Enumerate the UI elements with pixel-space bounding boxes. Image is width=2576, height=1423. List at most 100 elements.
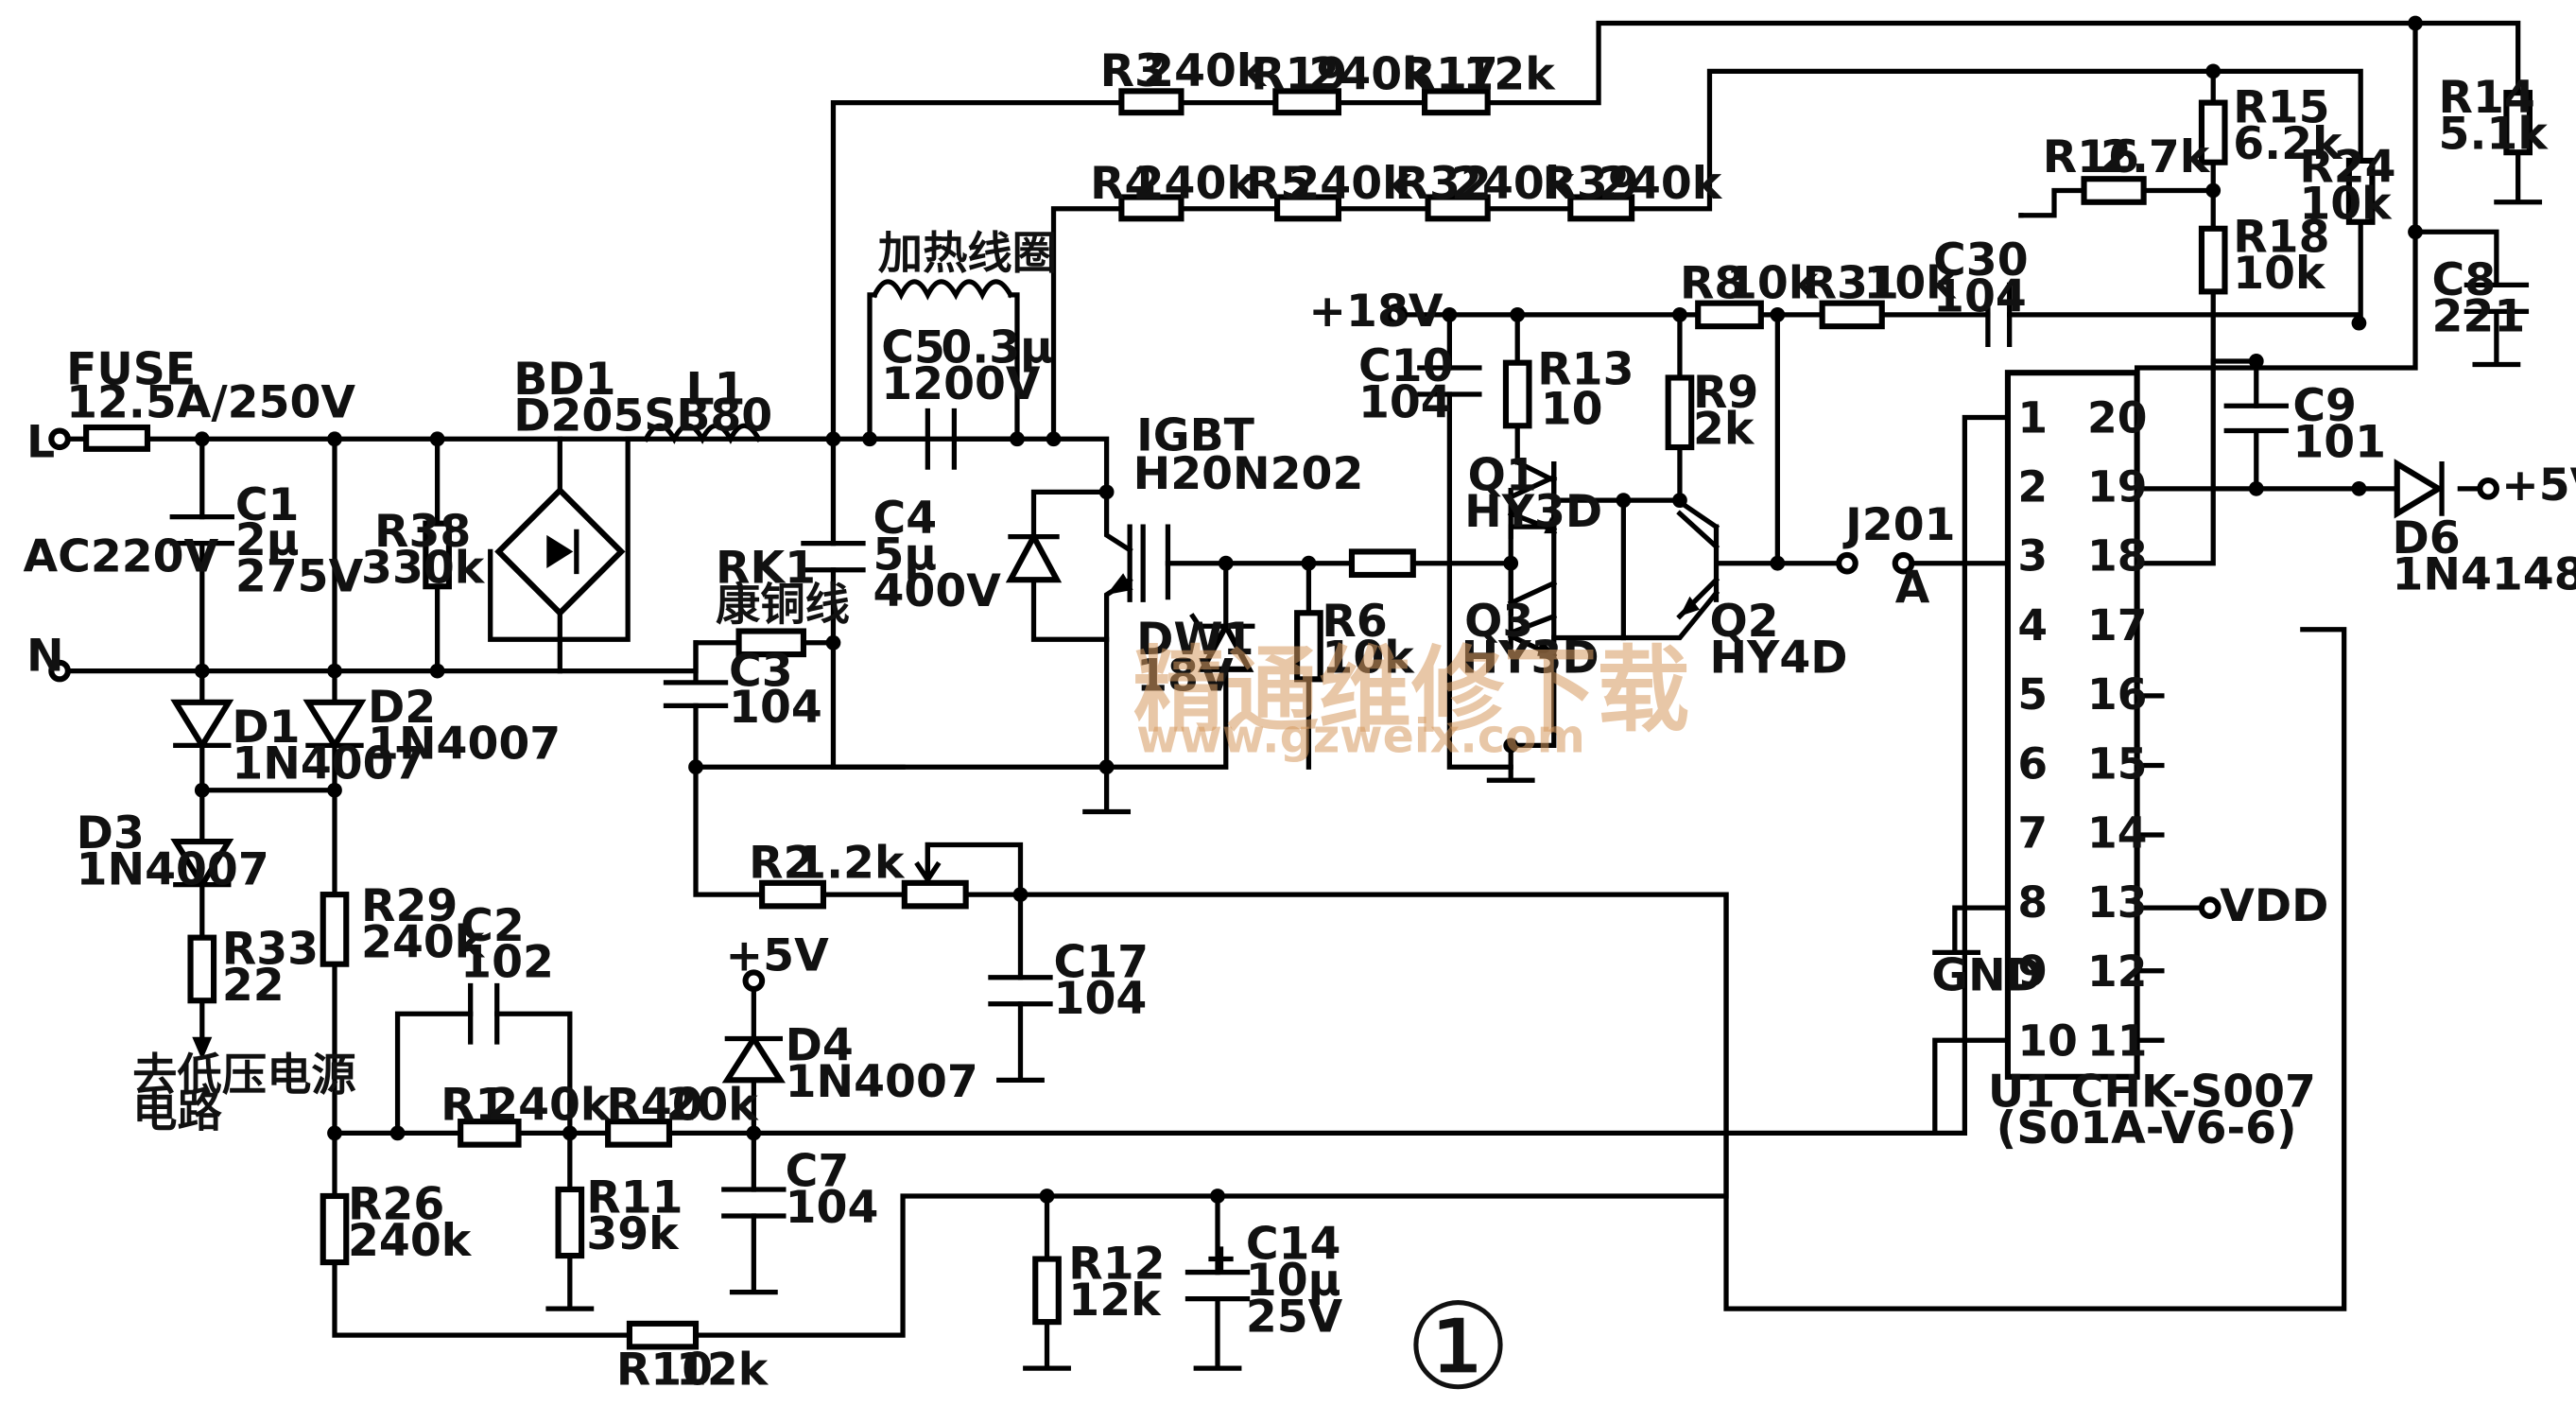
c14-voltage: 25V (1246, 1292, 1343, 1344)
vdd-label: VDD (2220, 880, 2328, 932)
r6-name: R6 (1322, 596, 1387, 648)
rk1-note: 康铜线 (716, 579, 850, 631)
q3-name: Q3 (1464, 596, 1533, 648)
c7-name: C7 (786, 1145, 850, 1197)
terminal-j201-a (1836, 551, 1859, 575)
fuse-rating: 12.5A/250V (66, 377, 355, 429)
terminal-j201-b (1892, 551, 1915, 575)
coil-label: 加热线圈 (878, 228, 1057, 280)
c5-name: C5 (881, 322, 945, 374)
lowv-line2: 电路 (132, 1085, 222, 1137)
r10-value: 12k (676, 1345, 769, 1397)
capacitor-c10 (1417, 365, 1482, 397)
r17-name: R17 (1402, 49, 1498, 101)
ic-pin-2: 2 (2017, 462, 2048, 512)
c9-value: 101 (2292, 417, 2386, 469)
r2-value: 1.2k (795, 838, 906, 890)
c4-value: 5μ (873, 529, 938, 581)
r15-name: R15 (2233, 82, 2329, 134)
resistor-r5 (1274, 194, 1342, 222)
r29-value: 240k (361, 917, 486, 969)
ic-pin-14: 14 (2087, 808, 2147, 859)
ic-pin-6: 6 (2017, 738, 2048, 789)
potentiometer-wiper (914, 842, 942, 885)
resistor-r26 (320, 1192, 350, 1266)
resistor-r40 (605, 1119, 673, 1148)
figure-number: ① (1405, 1277, 1512, 1416)
ic-pin-4: 4 (2017, 600, 2048, 651)
d6-part: 1N4148 (2392, 549, 2576, 601)
d1-name: D1 (232, 702, 300, 754)
zener-dw1 (1189, 613, 1255, 672)
r14-value: 5.1k (2439, 109, 2550, 161)
r18-name: R18 (2233, 211, 2329, 263)
plus18-label: +18V (1308, 286, 1443, 338)
rk1-name: RK1 (716, 543, 816, 595)
r26-value: 240k (348, 1215, 473, 1267)
bd1-part: D205SB80 (513, 390, 772, 443)
r3-name: R3 (1100, 45, 1166, 97)
r6-value: 10k (1322, 632, 1415, 684)
q1-name: Q1 (1468, 450, 1537, 502)
c8-value: 221 (2432, 290, 2526, 342)
ic-pin-11: 11 (2087, 1015, 2147, 1066)
u1-sub: (S01A-V6-6) (1997, 1102, 2297, 1154)
heating-coil (871, 279, 1014, 301)
ic-pin-8: 8 (2017, 877, 2048, 928)
fuse-label: FUSE (66, 343, 196, 395)
ic-u1 (2004, 370, 2140, 1080)
d2-name: D2 (368, 682, 436, 734)
d2-part: 1N4007 (368, 718, 561, 770)
r8-value: 10k (1726, 257, 1820, 309)
r24-name: R24 (2299, 142, 2395, 194)
r31-value: 10k (1863, 257, 1957, 309)
resistor-r38 (423, 520, 452, 590)
c17-value: 104 (1054, 973, 1148, 1025)
bd1-name: BD1 (513, 354, 615, 406)
r11-value: 39k (586, 1208, 680, 1260)
r16-value: 2.7k (2101, 131, 2211, 183)
diode-d6 (2394, 459, 2445, 519)
r5-name: R5 (1246, 158, 1311, 210)
r12-name: R12 (1068, 1239, 1165, 1291)
ic-pin-1: 1 (2017, 392, 2048, 443)
c3-value: 104 (729, 682, 822, 734)
r29-name: R29 (361, 880, 458, 932)
resistor-rk1 (735, 628, 806, 658)
bridge-rectifier-bd1 (494, 486, 626, 617)
igbt-h20n202 (1106, 524, 1171, 602)
capacitor-c2 (468, 982, 500, 1045)
j201-point: A (1895, 563, 1930, 615)
q2-part: HY4D (1709, 632, 1847, 684)
ic-pin-12: 12 (2087, 946, 2147, 997)
r40-name: R40 (606, 1079, 702, 1131)
resistor-r32 (1425, 194, 1491, 222)
terminal-5v-d4 (742, 969, 766, 993)
r17-value: 12k (1462, 49, 1556, 101)
ic-pin-9: 9 (2017, 946, 2048, 997)
terminal-L (48, 427, 71, 451)
resistor-r8 (1695, 300, 1764, 330)
resistor-r29 (320, 892, 350, 967)
capacitor-c4 (801, 541, 866, 573)
diode-d1 (170, 699, 234, 752)
c4-name: C4 (873, 493, 938, 545)
diode-d4 (721, 1033, 786, 1084)
r32-name: R32 (1395, 158, 1492, 210)
capacitor-c8 (2464, 282, 2530, 315)
r14-name: R14 (2439, 72, 2535, 124)
r15-value: 6.2k (2233, 118, 2343, 170)
r33-value: 22 (222, 960, 285, 1012)
capacitor-c17 (988, 975, 1053, 1007)
q1-part: HY3D (1464, 486, 1602, 538)
r4-value: 240k (1133, 158, 1258, 210)
resistor-gate (1348, 548, 1416, 579)
d6-name: D6 (2392, 512, 2460, 564)
transistor-q1 (1507, 460, 1558, 540)
diode-d3 (170, 838, 234, 891)
c2-name: C2 (460, 900, 525, 952)
r2-name: R2 (749, 838, 814, 890)
resistor-r12 (1032, 1256, 1062, 1326)
plus5-out-label: +5V (2501, 460, 2576, 512)
